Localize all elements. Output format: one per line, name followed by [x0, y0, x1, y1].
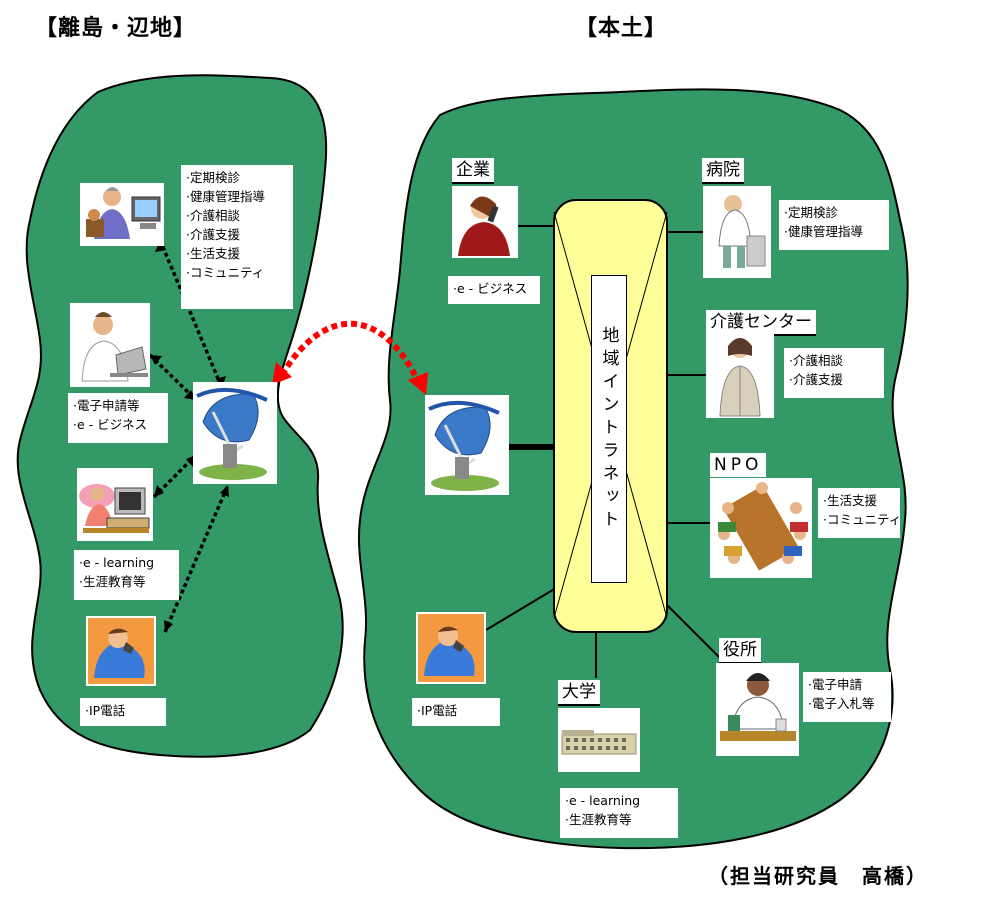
university-services: ·e - learning ·生涯教育等: [560, 788, 678, 838]
satellite-dish-icon: [425, 395, 509, 495]
island-arrowheads: [150, 240, 229, 632]
island-doctor-services: ·定期検診 ·健康管理指導 ·介護相談 ·介護支援 ·生活支援 ·コミュニティ: [181, 165, 293, 309]
npo-services: ·生活支援 ·コミュニティ: [818, 488, 901, 538]
city-office-services: ·電子申請 ·電子入札等: [803, 672, 891, 722]
university-title: 大学: [558, 680, 600, 706]
npo-title: NPO: [710, 453, 767, 477]
credit: （担当研究員 高橋）: [708, 864, 928, 888]
hospital-services: ·定期検診 ·健康管理指導: [779, 200, 889, 250]
elearning-computer-icon: [77, 468, 153, 541]
care-center-services: ·介護相談 ·介護支援: [784, 348, 884, 398]
mainland-phone-services: ·IP電話: [412, 698, 500, 726]
person-laptop-icon: [70, 303, 150, 387]
hospital-title: 病院: [702, 158, 744, 184]
island-pc-services: ·電子申請等 ·e - ビジネス: [68, 393, 168, 443]
island-phone-services: ·IP電話: [80, 698, 166, 726]
clerk-desk-icon: [716, 663, 799, 756]
island-elearning-services: ·e - learning ·生涯教育等: [74, 550, 179, 600]
phone-person-icon: [86, 616, 156, 686]
company-services: ·e - ビジネス: [448, 276, 540, 304]
intranet-links: [485, 225, 721, 678]
doctor-computer-icon: [80, 183, 164, 246]
businesswoman-phone-icon: [452, 186, 518, 258]
satellite-dish-icon: [193, 382, 277, 484]
island-heading: 【離島・辺地】: [35, 16, 197, 41]
doctor-icon: [703, 186, 771, 278]
satellite-link: [279, 320, 423, 387]
meeting-table-icon: [710, 478, 812, 578]
phone-person-icon: [416, 612, 486, 684]
nurse-icon: [706, 330, 774, 418]
city-office-title: 役所: [719, 638, 761, 664]
mainland-heading: 【本土】: [575, 16, 668, 41]
company-title: 企業: [452, 158, 494, 184]
satellite-arrow-right: [408, 372, 428, 395]
intranet-label: 地域イントラネット: [591, 275, 627, 583]
building-icon: [558, 708, 640, 772]
satellite-arrow-left: [272, 362, 292, 385]
